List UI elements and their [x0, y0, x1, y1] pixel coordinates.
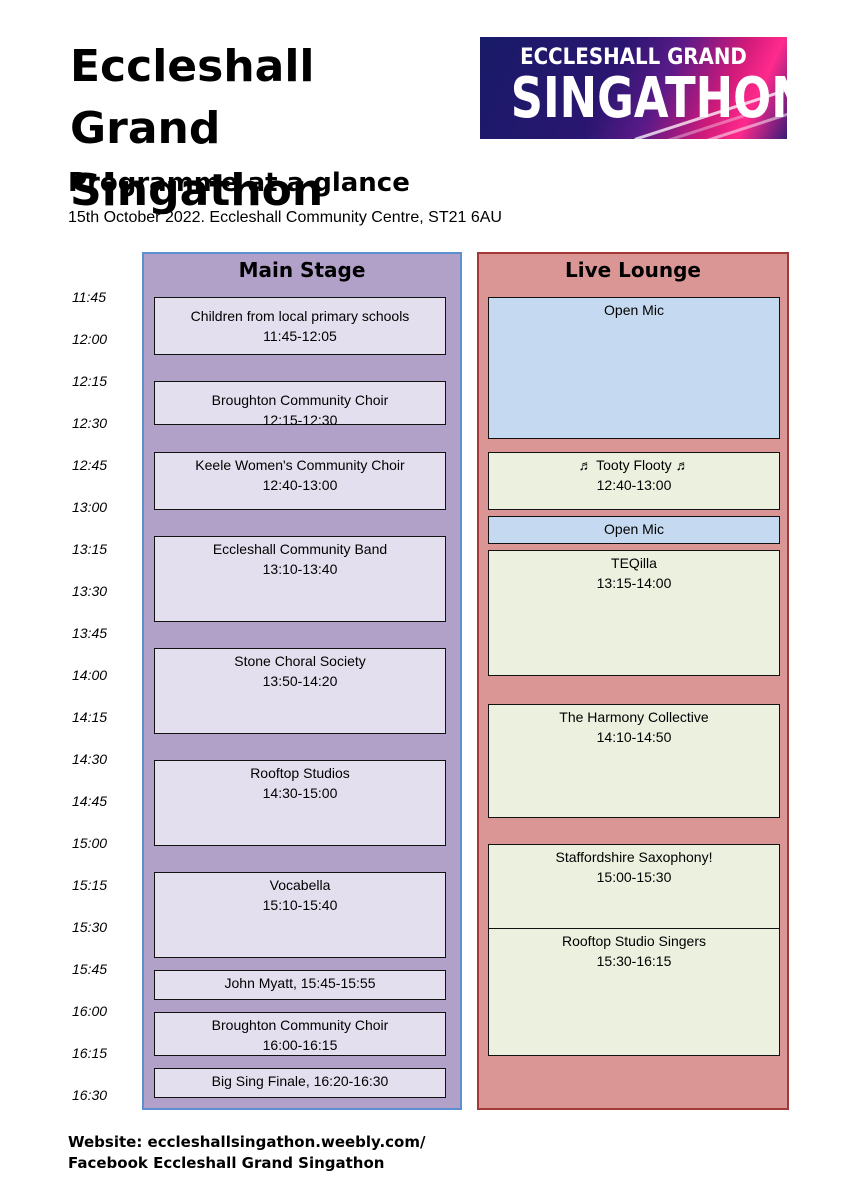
live-lounge-slot: Rooftop Studio Singers 15:30-16:15 [488, 928, 780, 1056]
act-name: TEQilla [611, 555, 657, 571]
time-label: 12:00 [72, 331, 108, 347]
live-lounge-slot: TEQilla 13:15-14:00 [488, 550, 780, 676]
live-lounge-slot: Staffordshire Saxophony! 15:00-15:30 [488, 844, 780, 930]
act-name: Big Sing Finale, 16:20-16:30 [211, 1073, 389, 1089]
act-name: Staffordshire Saxophony! [555, 849, 713, 865]
main-stage-slot: Stone Choral Society 13:50-14:20 [154, 648, 446, 734]
act-time: 14:30-15:00 [262, 785, 338, 801]
time-label: 12:30 [72, 415, 108, 431]
act-name: Broughton Community Choir [211, 392, 389, 408]
time-label: 16:30 [72, 1087, 108, 1103]
act-name: Keele Women's Community Choir [195, 457, 405, 473]
act-time: 13:10-13:40 [262, 561, 338, 577]
act-time: 15:30-16:15 [596, 953, 672, 969]
time-label: 11:45 [72, 289, 106, 305]
logo-line-1: ECCLESHALL GRAND [520, 45, 747, 70]
page-title: Eccleshall Grand Singathon [70, 41, 324, 216]
act-time: 15:10-15:40 [262, 897, 338, 913]
live-lounge-heading: Live Lounge [564, 258, 701, 282]
main-stage-slot: Children from local primary schools 11:4… [154, 297, 446, 355]
time-label: 14:45 [72, 793, 108, 809]
act-name: ♬ Tooty Flooty ♬ [578, 457, 690, 473]
time-label: 13:30 [72, 583, 108, 599]
time-label: 16:15 [72, 1045, 108, 1061]
act-time: 12:15-12:30 [262, 412, 338, 428]
time-label: 16:00 [72, 1003, 108, 1019]
act-name: Vocabella [269, 877, 331, 893]
act-time: 13:50-14:20 [262, 673, 338, 689]
main-stage-slot: Broughton Community Choir 16:00-16:15 [154, 1012, 446, 1056]
act-name: Eccleshall Community Band [212, 541, 388, 557]
website-link[interactable]: Website: eccleshallsingathon.weebly.com/ [68, 1133, 426, 1151]
time-label: 15:45 [72, 961, 108, 977]
time-label: 15:00 [72, 835, 108, 851]
main-stage-heading: Main Stage [238, 258, 366, 282]
main-stage-slot: Vocabella 15:10-15:40 [154, 872, 446, 958]
time-label: 14:30 [72, 751, 108, 767]
act-name: John Myatt, 15:45-15:55 [224, 975, 376, 991]
act-name: Rooftop Studios [250, 765, 350, 781]
live-lounge-column: Live Lounge Open Mic ♬ Tooty Flooty ♬ 12… [477, 252, 789, 1110]
event-date-venue: 15th October 2022. Eccleshall Community … [68, 209, 502, 226]
time-label: 14:15 [72, 709, 108, 725]
time-label: 13:00 [72, 499, 108, 515]
main-stage-slot: Keele Women's Community Choir 12:40-13:0… [154, 452, 446, 510]
time-label: 13:45 [72, 625, 108, 641]
programme-heading: Programme at a glance [68, 168, 410, 198]
time-label: 14:00 [72, 667, 108, 683]
time-label: 15:30 [72, 919, 108, 935]
act-time: 13:15-14:00 [596, 575, 672, 591]
time-label: 12:45 [72, 457, 108, 473]
main-stage-slot: John Myatt, 15:45-15:55 [154, 970, 446, 1000]
live-lounge-slot: ♬ Tooty Flooty ♬ 12:40-13:00 [488, 452, 780, 510]
act-time: 14:10-14:50 [596, 729, 672, 745]
act-name: Children from local primary schools [190, 308, 410, 324]
act-time: 12:40-13:00 [596, 477, 672, 493]
act-time: 11:45-12:05 [263, 328, 337, 344]
act-name: Open Mic [604, 521, 664, 537]
act-name: The Harmony Collective [559, 709, 709, 725]
live-lounge-slot: Open Mic [488, 516, 780, 544]
live-lounge-slot: The Harmony Collective 14:10-14:50 [488, 704, 780, 818]
act-name: Stone Choral Society [234, 653, 366, 669]
main-stage-slot: Rooftop Studios 14:30-15:00 [154, 760, 446, 846]
act-name: Rooftop Studio Singers [562, 933, 706, 949]
act-name: Broughton Community Choir [211, 1017, 389, 1033]
facebook-text: Facebook Eccleshall Grand Singathon [68, 1154, 385, 1172]
main-stage-column: Main Stage Children from local primary s… [142, 252, 462, 1110]
logo-line-2: SINGATHON [510, 66, 787, 131]
live-lounge-slot: Open Mic [488, 297, 780, 439]
footer: Website: eccleshallsingathon.weebly.com/… [68, 1132, 425, 1174]
act-time: 15:00-15:30 [596, 869, 672, 885]
act-time: 12:40-13:00 [262, 477, 338, 493]
act-time: 16:00-16:15 [262, 1037, 338, 1053]
time-label: 12:15 [72, 373, 108, 389]
main-stage-slot: Broughton Community Choir 12:15-12:30 [154, 381, 446, 428]
time-label: 13:15 [72, 541, 108, 557]
main-stage-slot: Eccleshall Community Band 13:10-13:40 [154, 536, 446, 622]
act-name: Open Mic [604, 302, 664, 318]
time-label: 15:15 [72, 877, 108, 893]
main-stage-slot: Big Sing Finale, 16:20-16:30 [154, 1068, 446, 1098]
singathon-logo: ECCLESHALL GRAND SINGATHON [480, 37, 787, 139]
